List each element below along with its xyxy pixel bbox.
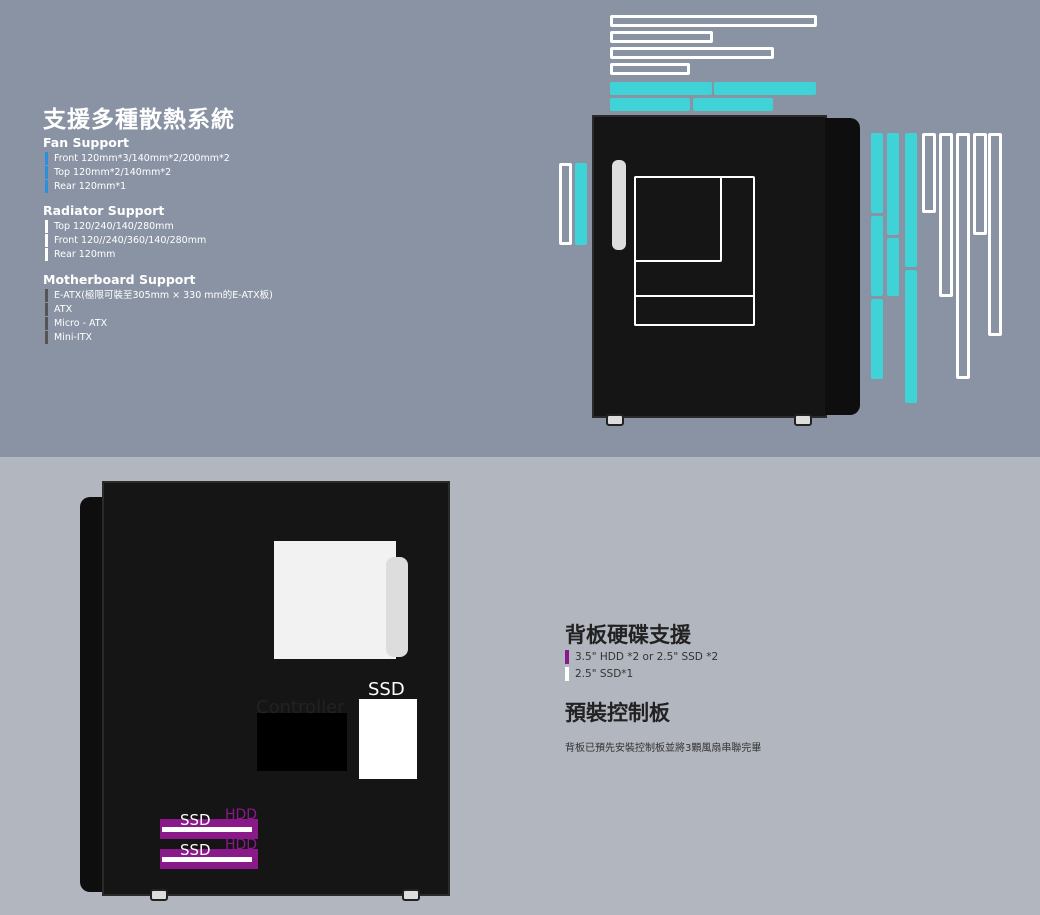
motherboard-item: Micro - ATX bbox=[45, 317, 107, 330]
motherboard-item: E-ATX(極限可裝至305mm × 330 mm的E-ATX板) bbox=[45, 289, 273, 302]
hdd-label: HDD bbox=[225, 807, 258, 823]
ssd-label: SSD bbox=[180, 811, 211, 829]
controller-title: 預裝控制板 bbox=[565, 701, 670, 725]
drive-title: 背板硬碟支援 bbox=[565, 623, 691, 647]
ssd-label: SSD bbox=[180, 841, 211, 859]
radiator-item: Front 120//240/360/140/280mm bbox=[45, 234, 206, 247]
hdd-label: HDD bbox=[225, 837, 258, 853]
cooling-panel: 支援多種散熱系統 Fan Support Front 120mm*3/140mm… bbox=[0, 0, 1040, 457]
cooling-title: 支援多種散熱系統 bbox=[43, 107, 235, 133]
motherboard-support-heading: Motherboard Support bbox=[43, 272, 196, 287]
motherboard-item: Mini-ITX bbox=[45, 331, 92, 344]
controller-description: 背板已預先安裝控制板並將3顆風扇串聯完畢 bbox=[565, 743, 762, 754]
controller-label: Controller bbox=[256, 697, 345, 718]
radiator-item: Top 120/240/140/280mm bbox=[45, 220, 174, 233]
radiator-support-heading: Radiator Support bbox=[43, 203, 165, 218]
motherboard-item: ATX bbox=[45, 303, 72, 316]
drive-item: 3.5" HDD *2 or 2.5" SSD *2 bbox=[565, 650, 718, 664]
drive-panel: Controller SSD SSD HDD SSD HDD 背板硬碟支援 3.… bbox=[0, 457, 1040, 915]
radiator-item: Rear 120mm bbox=[45, 248, 115, 261]
ssd-label: SSD bbox=[368, 679, 405, 700]
fan-support-heading: Fan Support bbox=[43, 135, 130, 150]
fan-item: Rear 120mm*1 bbox=[45, 180, 126, 193]
fan-item: Top 120mm*2/140mm*2 bbox=[45, 166, 171, 179]
drive-item: 2.5" SSD*1 bbox=[565, 667, 633, 681]
fan-item: Front 120mm*3/140mm*2/200mm*2 bbox=[45, 152, 230, 165]
